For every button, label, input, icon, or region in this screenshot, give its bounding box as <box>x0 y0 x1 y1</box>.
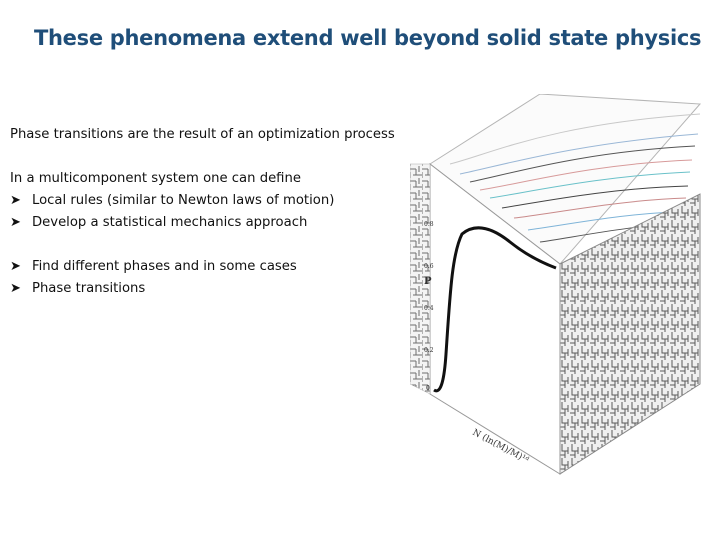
y-axis-label: P <box>424 276 432 287</box>
y-tick: 0.4 <box>424 305 434 312</box>
y-tick: 0.8 <box>424 221 434 228</box>
arrow-bullet-icon: ➤ <box>10 281 21 296</box>
bullet-text: Develop a statistical mechanics approach <box>32 215 308 230</box>
arrow-bullet-icon: ➤ <box>10 215 21 230</box>
bullet-item: ➤ Local rules (similar to Newton laws of… <box>10 190 440 212</box>
slide-title: These phenomena extend well beyond solid… <box>34 26 702 50</box>
arrow-bullet-icon: ➤ <box>10 259 21 274</box>
system-text: In a multicomponent system one can defin… <box>10 171 301 186</box>
phase-transition-figure: 0.8 0.6 0.4 0.2 0 P N (ln(M)/M)¹ᵈ <box>410 94 702 475</box>
y-tick: 0.6 <box>424 263 434 270</box>
bullet-text: Phase transitions <box>32 281 146 296</box>
bullet-item: ➤ Develop a statistical mechanics approa… <box>10 212 440 234</box>
y-tick: 0 <box>426 385 430 392</box>
cube-top-face <box>429 94 702 265</box>
y-tick: 0.2 <box>424 347 434 354</box>
spacer <box>10 146 440 168</box>
intro-text: Phase transitions are the result of an o… <box>10 127 395 142</box>
y-axis-ticks: 0.8 0.6 0.4 0.2 0 <box>424 221 434 392</box>
spacer <box>10 234 440 256</box>
bullet-item: ➤ Find different phases and in some case… <box>10 256 440 278</box>
bullet-item: ➤ Phase transitions <box>10 278 440 300</box>
slide-body: Phase transitions are the result of an o… <box>10 124 440 300</box>
cube-left-strip <box>410 163 431 395</box>
bullet-text: Find different phases and in some cases <box>32 259 297 274</box>
transition-curve <box>433 226 557 393</box>
arrow-bullet-icon: ➤ <box>10 193 21 208</box>
bullet-text: Local rules (similar to Newton laws of m… <box>32 193 335 208</box>
